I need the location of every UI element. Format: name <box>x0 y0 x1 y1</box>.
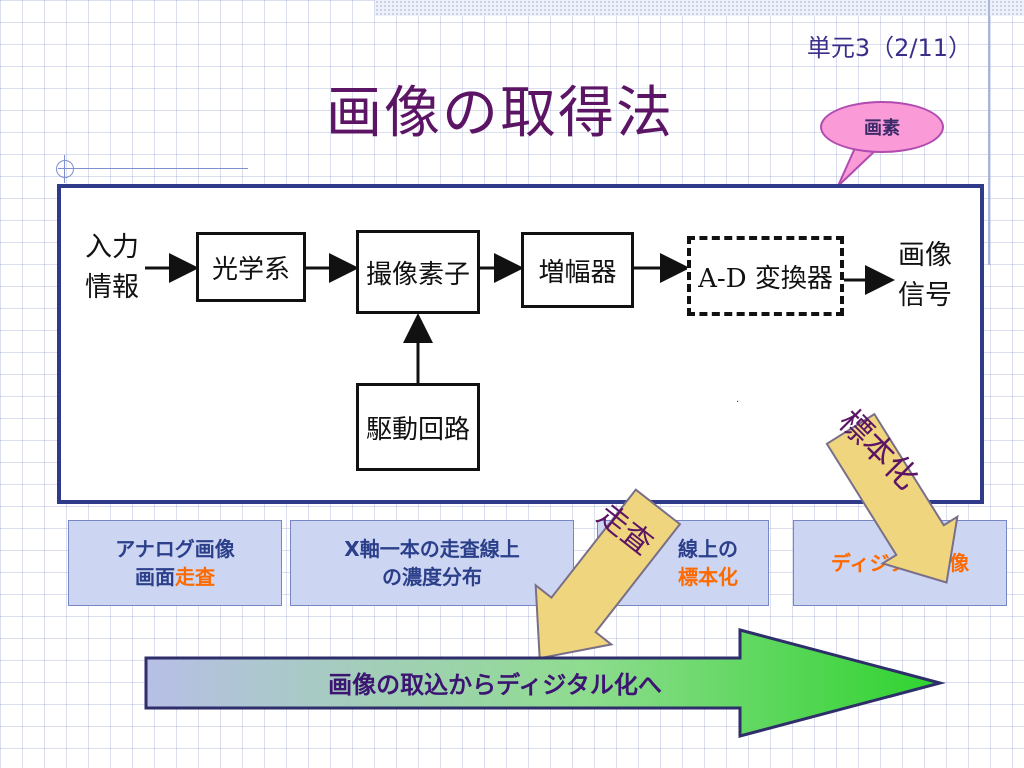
label-analog-line2: 画面走査 <box>69 563 281 591</box>
label-analog-line1: アナログ画像 <box>115 537 235 561</box>
label-box-analog: アナログ画像 画面走査 <box>68 520 282 606</box>
label-analog-screen: 画面 <box>135 565 175 589</box>
label-sampling-line2: 標本化 <box>678 565 738 589</box>
label-analog-scan: 走査 <box>175 565 215 589</box>
digitization-arrow-label: 画像の取込からディジタル化へ <box>328 671 662 699</box>
right-decorative-line <box>988 0 990 265</box>
input-label-2: 情報 <box>85 272 139 303</box>
label-sampling-line1: 線上の <box>678 537 738 561</box>
optical-system-block: 光学系 <box>196 232 306 302</box>
pixel-callout: 画素 <box>820 101 944 153</box>
label-density-line2: の濃度分布 <box>382 565 482 589</box>
amplifier-block: 増幅器 <box>521 232 634 308</box>
ad-converter-block: A-D 変換器 <box>687 236 844 316</box>
label-density-line1: X軸一本の走査線上 <box>344 537 520 561</box>
decorative-circle-icon <box>56 160 74 178</box>
title-underline <box>58 168 248 169</box>
input-info-label: 入力 情報 <box>82 228 142 308</box>
input-label-1: 入力 <box>85 232 139 263</box>
drive-circuit-block: 駆動回路 <box>356 383 480 471</box>
unit-label: 単元3（2/11） <box>806 34 972 62</box>
image-sensor-block: 撮像素子 <box>356 230 480 314</box>
output-label-2: 信号 <box>898 280 952 311</box>
output-signal-label: 画像 信号 <box>892 236 958 316</box>
page-title: 画像の取得法 <box>326 81 674 146</box>
stray-dot: . <box>736 394 740 405</box>
top-decorative-band <box>375 0 1024 16</box>
output-label-1: 画像 <box>898 240 952 271</box>
label-box-density: X軸一本の走査線上 の濃度分布 <box>290 520 574 606</box>
decorative-tick <box>64 155 65 183</box>
